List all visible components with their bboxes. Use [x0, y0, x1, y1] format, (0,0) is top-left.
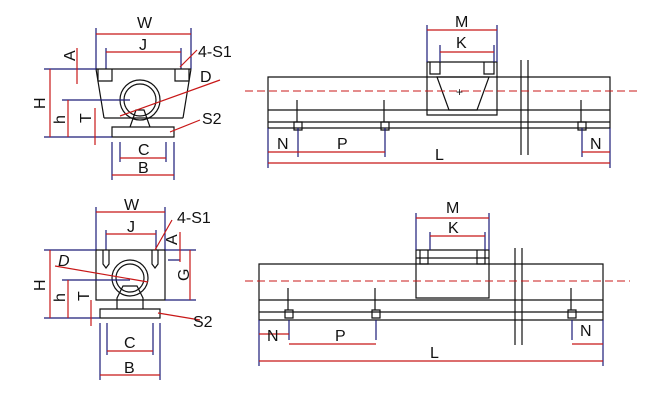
bottom-end-view: W J 4-S1 A D H h T G S2 C B [32, 197, 213, 380]
dim-p: P [337, 136, 348, 153]
dim-w: W [124, 197, 140, 214]
label-4-s1: 4-S1 [177, 210, 211, 227]
center-mark-icon: + [456, 85, 463, 99]
dim-h-small: h [52, 115, 69, 124]
dim-t: T [76, 291, 93, 301]
dim-d: D [58, 253, 70, 270]
dim-n-left: N [267, 328, 279, 345]
dim-j: J [139, 37, 147, 54]
dim-a: A [62, 50, 79, 61]
dim-m: M [446, 200, 459, 217]
dim-n-left: N [277, 136, 289, 153]
label-4-s1: 4-S1 [198, 44, 232, 61]
top-side-view: + M K N P L N [245, 14, 640, 168]
dim-h: H [32, 279, 49, 291]
dim-l: L [430, 345, 439, 362]
label-s2: S2 [193, 314, 213, 331]
dim-k: K [456, 35, 467, 52]
dim-b: B [138, 160, 149, 177]
dim-c: C [138, 142, 150, 159]
dim-h-small: h [52, 293, 69, 302]
dim-l: L [435, 147, 444, 164]
dim-g: G [176, 269, 193, 281]
dim-c: C [124, 335, 136, 352]
label-s2: S2 [202, 111, 222, 128]
dim-n-right: N [580, 323, 592, 340]
dim-d: D [200, 69, 212, 86]
dim-h: H [32, 97, 49, 109]
dim-p: P [335, 328, 346, 345]
dim-b: B [124, 360, 135, 377]
dim-a: A [164, 234, 181, 245]
dim-k: K [448, 220, 459, 237]
dim-n-right: N [590, 136, 602, 153]
dim-m: M [455, 14, 468, 31]
bottom-side-view: M K N P L N [245, 200, 630, 366]
dim-j: J [127, 219, 135, 236]
top-end-view: W J 4-S1 A D H h T S2 C B [32, 15, 232, 180]
dim-t: T [78, 113, 95, 123]
dim-w: W [137, 15, 153, 32]
